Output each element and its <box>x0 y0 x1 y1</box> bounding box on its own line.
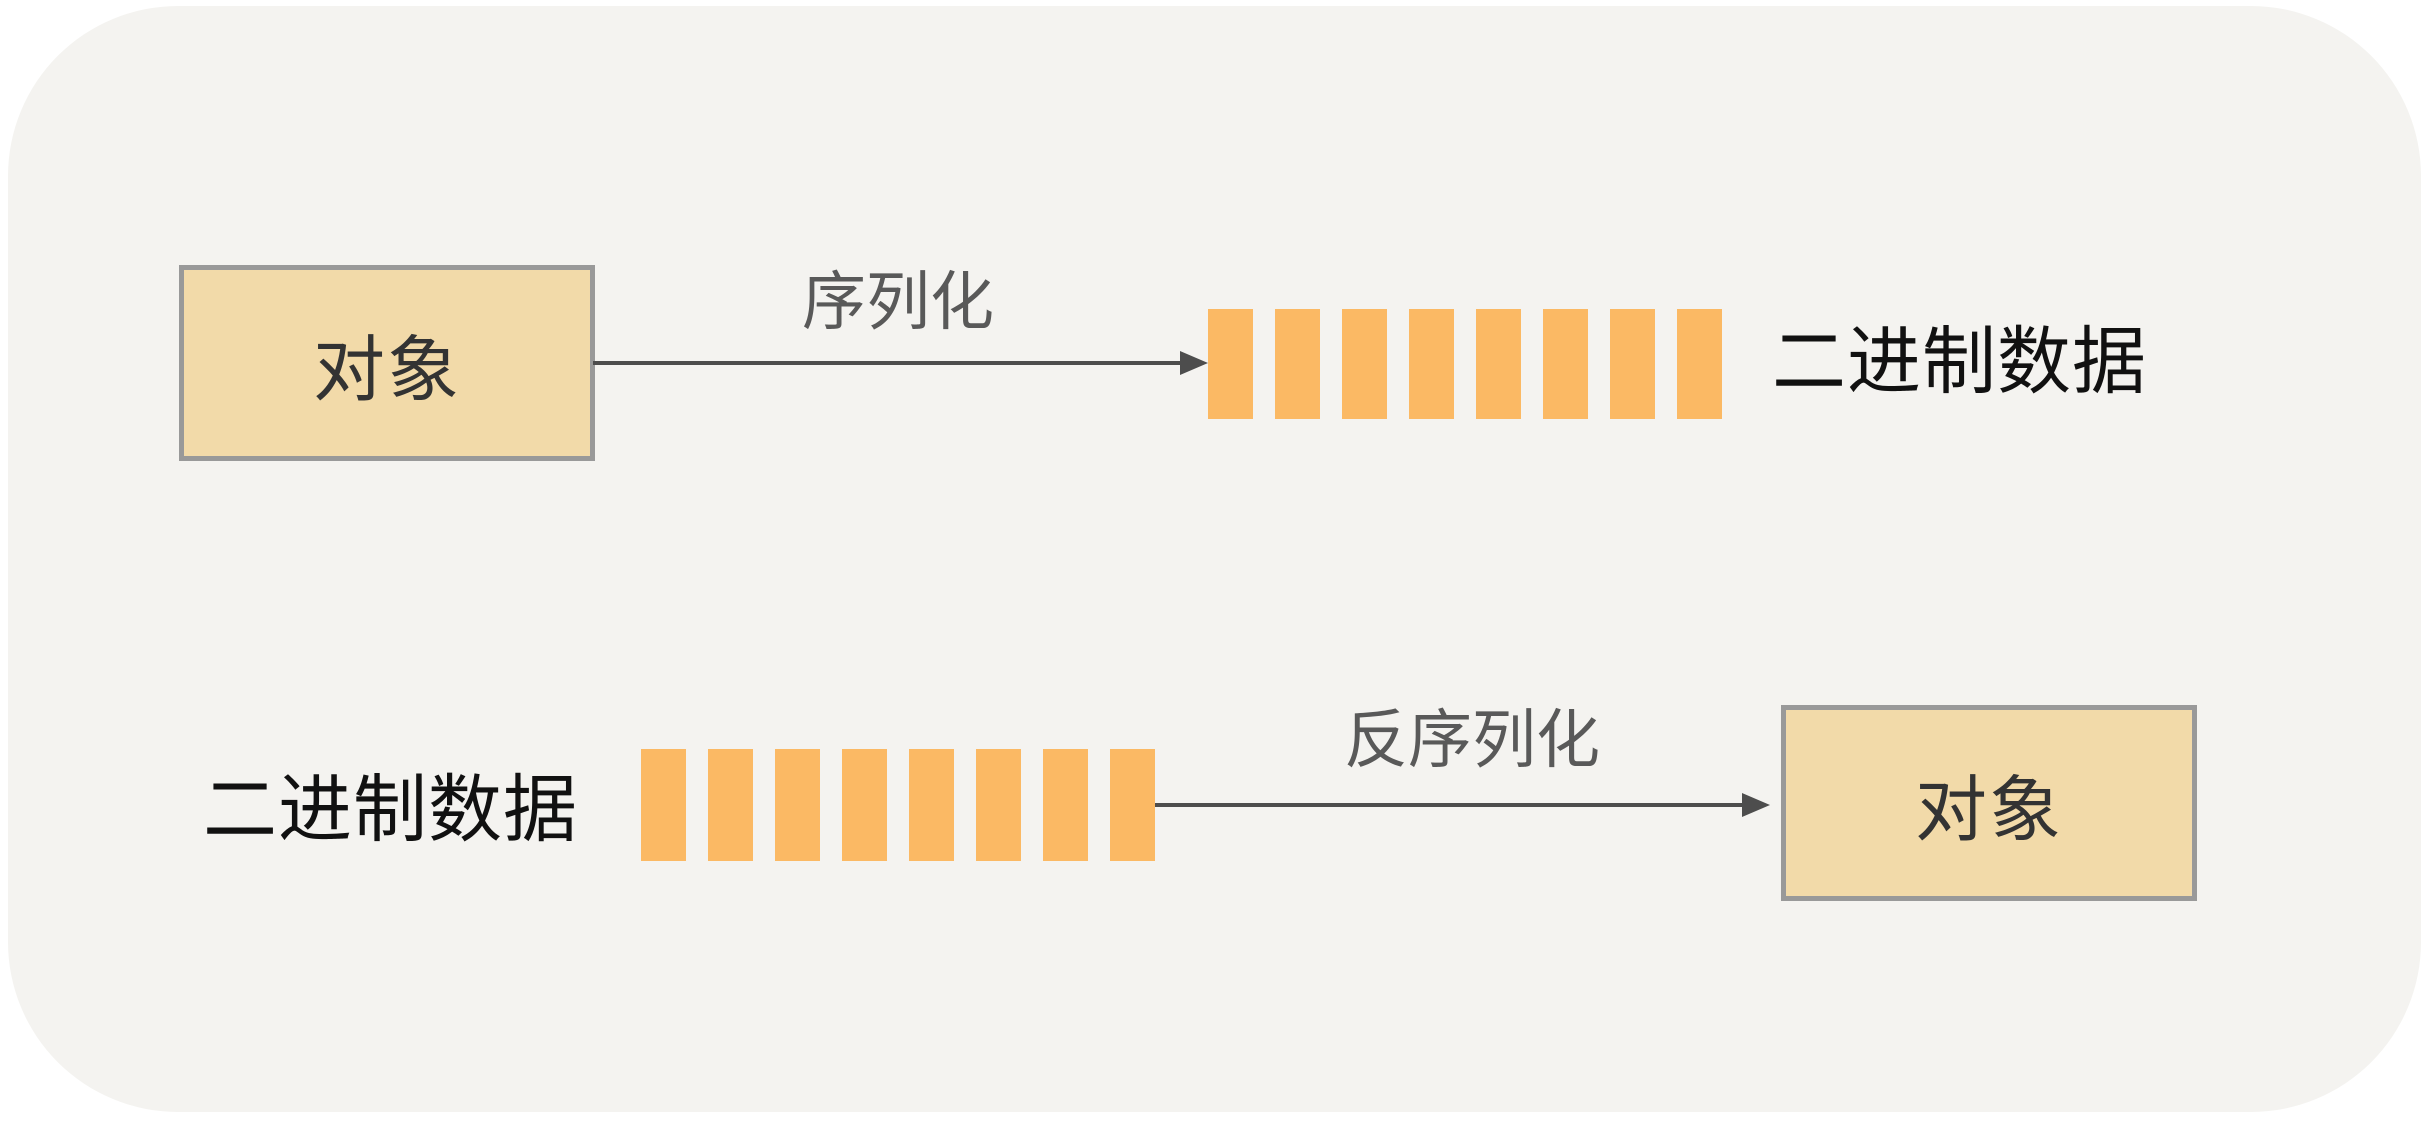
object-box-label: 对象 <box>312 330 461 411</box>
binary-bar <box>1342 309 1387 419</box>
binary-bar <box>1409 309 1454 419</box>
binary-bar <box>1476 309 1521 419</box>
binary-bar <box>775 749 820 861</box>
binary-bar <box>708 749 753 861</box>
binary-bar <box>1275 309 1320 419</box>
binary-bar <box>1043 749 1088 861</box>
binary-bar <box>1543 309 1588 419</box>
binary-bar <box>1208 309 1253 419</box>
serialize-arrow-line <box>593 361 1180 365</box>
binary-bar <box>1677 309 1722 419</box>
binary-bars-serialized <box>1208 309 1722 419</box>
binary-bar <box>842 749 887 861</box>
object-box-target: 对象 <box>1781 705 2197 901</box>
object-box-label: 对象 <box>1914 770 2063 851</box>
binary-bars-to-deserialize <box>641 749 1155 861</box>
binary-data-label: 二进制数据 <box>1772 320 2147 403</box>
binary-bar <box>1110 749 1155 861</box>
binary-bar <box>909 749 954 861</box>
deserialize-arrowhead-icon <box>1742 793 1770 817</box>
diagram-panel <box>8 6 2421 1112</box>
binary-bar <box>976 749 1021 861</box>
binary-bar <box>641 749 686 861</box>
serialize-arrow-label: 序列化 <box>802 266 994 338</box>
binary-bar <box>1610 309 1655 419</box>
deserialize-arrow-line <box>1155 803 1742 807</box>
object-box-source: 对象 <box>179 265 595 461</box>
deserialize-arrow-label: 反序列化 <box>1344 704 1600 776</box>
serialize-arrowhead-icon <box>1180 351 1208 375</box>
binary-data-label: 二进制数据 <box>203 768 578 851</box>
